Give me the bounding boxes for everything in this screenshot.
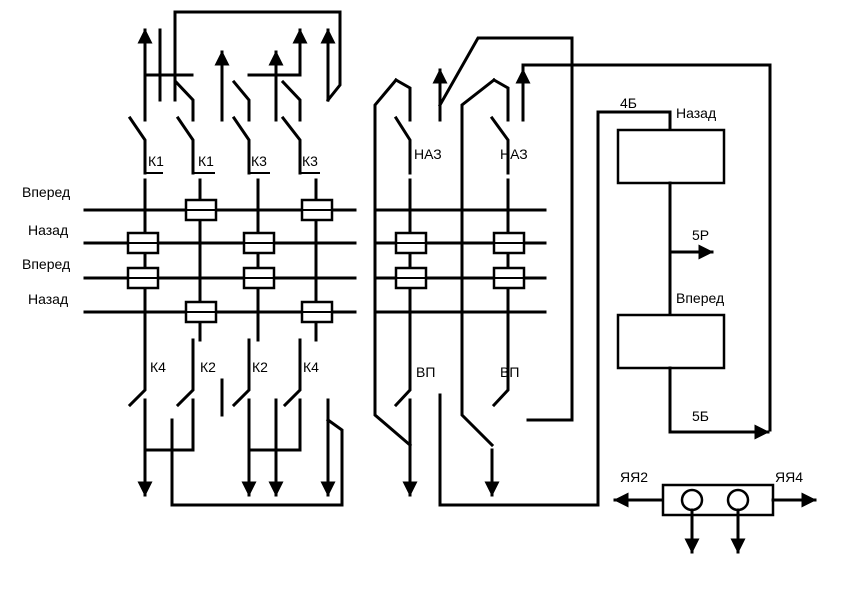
upper-contacts-k (127, 10, 342, 175)
contact-vp-a: ВП (416, 364, 435, 380)
row-label-back-1: Назад (28, 222, 68, 238)
contact-k2-a: К2 (200, 359, 216, 375)
wire-5b-label: 5Б (692, 408, 709, 424)
contact-k3-a: К3 (251, 153, 267, 169)
contact-k4-b: К4 (303, 359, 319, 375)
terminal-pin-left (680, 488, 704, 512)
relay-coils (616, 128, 770, 440)
terminal-label-right: ЯЯ4 (775, 469, 803, 485)
forward-coil (616, 313, 726, 370)
lower-contacts-k (127, 338, 344, 507)
row-label-forward-2: Вперед (22, 256, 70, 272)
contact-k3-b: К3 (302, 153, 318, 169)
contact-k1-a: К1 (148, 153, 164, 169)
wire-5r-label: 5Р (692, 227, 709, 243)
upper-contacts-naz (373, 36, 772, 448)
contact-naz-a: НАЗ (414, 146, 442, 162)
terminal-label-left: ЯЯ2 (620, 469, 648, 485)
back-coil-label: Назад (676, 105, 716, 121)
lower-contacts-vp (393, 110, 672, 507)
terminal-pin-right (726, 488, 750, 512)
contact-vp-b: ВП (500, 364, 519, 380)
back-coil (616, 128, 726, 185)
contact-k4-a: К4 (150, 359, 166, 375)
contact-k2-b: К2 (252, 359, 268, 375)
contact-k1-b: К1 (198, 153, 214, 169)
contact-naz-b: НАЗ (500, 146, 528, 162)
terminal-block (613, 483, 817, 554)
wire-4b-label: 4Б (620, 95, 637, 111)
interlock-blocks (126, 198, 526, 324)
row-label-forward-1: Вперед (22, 184, 70, 200)
row-label-back-2: Назад (28, 291, 68, 307)
forward-coil-label: Вперед (676, 290, 724, 306)
